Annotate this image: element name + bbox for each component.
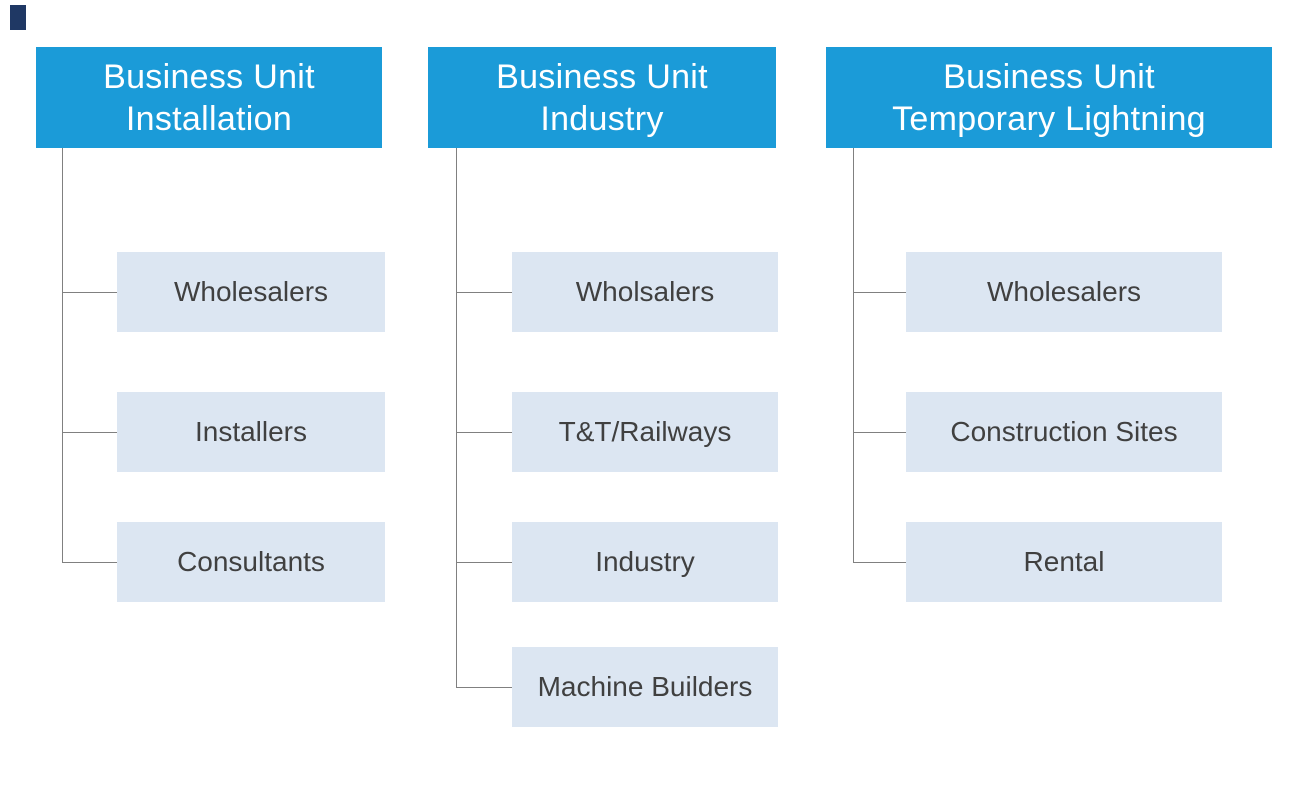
- child-box-label: Installers: [194, 416, 308, 447]
- connector-trunk: [853, 148, 854, 562]
- child-box-label: Machine Builders: [537, 671, 753, 702]
- connector-branch: [456, 687, 512, 688]
- child-box: Wholesalers: [906, 252, 1222, 332]
- connector-branch: [853, 562, 906, 563]
- child-box: Industry: [512, 522, 778, 602]
- bu-header-line: Temporary Lightning: [892, 99, 1206, 138]
- connector-branch: [62, 432, 117, 433]
- child-box-label: Wholesalers: [173, 276, 329, 307]
- bu-header-line: Business Unit: [943, 57, 1155, 96]
- child-box: Consultants: [117, 522, 385, 602]
- bu-header-line: Installation: [125, 99, 293, 138]
- bu-header-line: Business Unit: [496, 57, 708, 96]
- bu-header-line: Industry: [540, 99, 664, 138]
- bu-header-line: Business Unit: [103, 57, 315, 96]
- child-box: Machine Builders: [512, 647, 778, 727]
- child-box: Rental: [906, 522, 1222, 602]
- connector-branch: [456, 292, 512, 293]
- connector-branch: [62, 562, 117, 563]
- child-box: T&T/Railways: [512, 392, 778, 472]
- child-box-label: Construction Sites: [950, 416, 1178, 447]
- corner-mark: [10, 5, 26, 30]
- child-box-label: Rental: [1023, 546, 1105, 577]
- connector-trunk: [62, 148, 63, 562]
- child-box: Wholsalers: [512, 252, 778, 332]
- child-box-label: Wholesalers: [986, 276, 1142, 307]
- connector-branch: [853, 432, 906, 433]
- child-box: Installers: [117, 392, 385, 472]
- child-box-label: T&T/Railways: [558, 416, 732, 447]
- connector-branch: [853, 292, 906, 293]
- connector-branch: [456, 562, 512, 563]
- child-box: Construction Sites: [906, 392, 1222, 472]
- connector-branch: [62, 292, 117, 293]
- child-box-label: Industry: [595, 546, 695, 577]
- child-box-label: Wholsalers: [575, 276, 715, 307]
- connector-branch: [456, 432, 512, 433]
- connector-trunk: [456, 148, 457, 687]
- child-box: Wholesalers: [117, 252, 385, 332]
- child-box-label: Consultants: [177, 546, 325, 577]
